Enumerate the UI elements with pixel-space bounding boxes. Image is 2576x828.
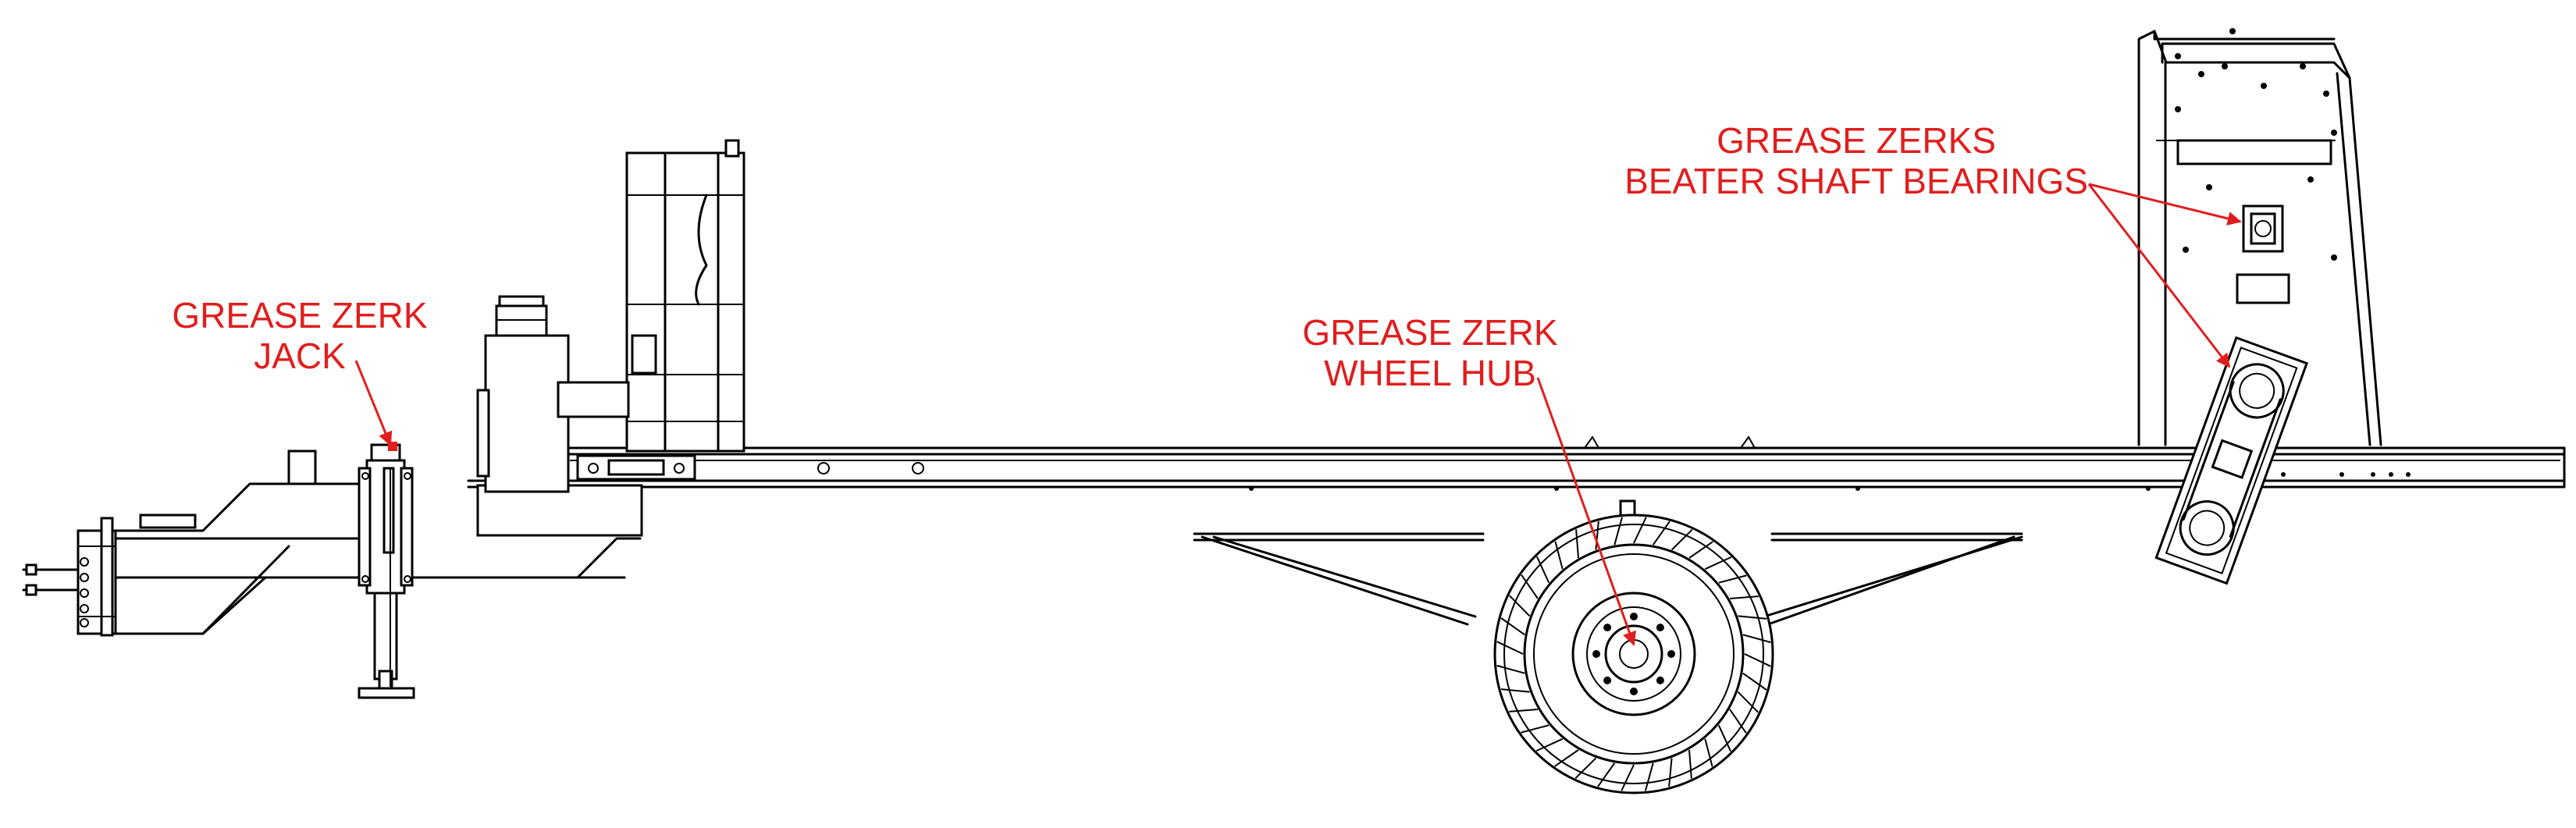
jack xyxy=(358,442,415,699)
tire-tread xyxy=(1521,724,1550,734)
callout-jack-line2: JACK xyxy=(254,336,346,376)
callout-wheel-hub-line2: WHEEL HUB xyxy=(1324,353,1536,393)
tire-tread xyxy=(1500,617,1525,636)
axle-truss xyxy=(1193,499,2023,626)
tire-tread xyxy=(1614,517,1624,545)
wheel-lug-hole xyxy=(1630,688,1638,695)
tire-tread xyxy=(1496,664,1525,674)
tire-tread xyxy=(1688,749,1692,779)
tire-tread xyxy=(1554,541,1564,570)
tire-tread xyxy=(1621,764,1635,791)
tire-tread xyxy=(1652,521,1670,545)
leader-jack xyxy=(354,360,393,446)
leader-beater-lower xyxy=(2087,183,2231,368)
tire-tread xyxy=(1704,738,1713,767)
tower-frame xyxy=(557,139,745,453)
tire-tread xyxy=(1595,521,1599,550)
tire-tread xyxy=(1574,757,1597,780)
wheel-lug-hole xyxy=(1656,624,1664,632)
callout-jack: GREASE ZERK JACK xyxy=(172,295,428,446)
tire-tread xyxy=(1744,653,1771,667)
tire-tread xyxy=(1508,595,1531,617)
tire-tread xyxy=(1575,529,1579,559)
tire-tread xyxy=(1509,709,1539,713)
tire-tread xyxy=(1742,672,1767,691)
wheel-lug-hole xyxy=(1603,624,1612,632)
callout-wheel-hub-line1: GREASE ZERK xyxy=(1302,312,1558,353)
tire-tread xyxy=(1737,691,1759,713)
callout-jack-line1: GREASE ZERK xyxy=(172,295,428,336)
tire-tread xyxy=(1738,615,1767,620)
wheel xyxy=(1493,514,1774,794)
tire-tread xyxy=(1496,641,1524,655)
callout-beater: GREASE ZERKS BEATER SHAFT BEARINGS xyxy=(1624,120,2242,368)
wheel-lug-hole xyxy=(1656,676,1664,684)
leader-beater-upper xyxy=(2088,183,2242,226)
wheel-lug-hole xyxy=(1603,676,1612,684)
wheel-lug-hole xyxy=(1630,613,1638,620)
tire-tread xyxy=(1704,556,1732,570)
tire-tread xyxy=(1729,709,1747,734)
tire-tread xyxy=(1729,595,1759,599)
tire-tread xyxy=(1597,762,1616,787)
leader-wheel-hub xyxy=(1536,377,1636,646)
tire-tread xyxy=(1535,556,1550,584)
tire-tread xyxy=(1688,541,1713,559)
engine-block xyxy=(476,295,696,537)
tire-tread xyxy=(1535,737,1564,752)
tire-tread xyxy=(1742,634,1771,644)
callout-beater-line2: BEATER SHAFT BEARINGS xyxy=(1624,161,2088,201)
beater-assembly xyxy=(2137,28,2382,585)
tire-tread xyxy=(1644,762,1654,791)
tire-tread xyxy=(1521,574,1539,599)
tire-tread xyxy=(1670,528,1693,551)
tire-tread xyxy=(1717,724,1732,752)
tire-tread xyxy=(1718,574,1747,584)
callout-beater-line1: GREASE ZERKS xyxy=(1717,120,1996,161)
callout-wheel-hub: GREASE ZERK WHEEL HUB xyxy=(1302,312,1636,646)
wheel-lug-hole xyxy=(1667,650,1675,658)
tire-tread xyxy=(1554,749,1579,767)
wheel-lug-hole xyxy=(1592,650,1600,658)
tire-tread xyxy=(1633,517,1647,544)
tire-tread xyxy=(1668,758,1673,787)
tire-tread xyxy=(1500,688,1530,693)
